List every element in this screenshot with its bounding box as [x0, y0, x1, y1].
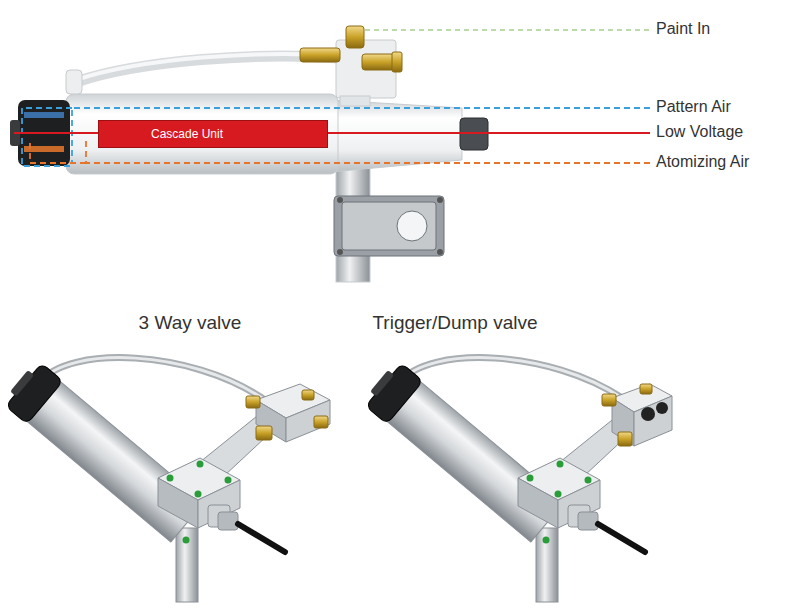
brass-fitting [314, 416, 328, 428]
paint-in-leader [365, 29, 650, 31]
view-title: 3 Way valve [40, 312, 340, 334]
cascade-unit-box: Cascade Unit [98, 120, 328, 148]
node-text: Cascade Unit [151, 127, 327, 141]
valve-stem [340, 96, 370, 106]
valve-side [256, 400, 286, 442]
screw [437, 197, 443, 203]
callout-label: Paint In [656, 20, 710, 38]
gun-rear-body [330, 100, 462, 172]
brass-fitting [640, 384, 652, 394]
valve-port [656, 402, 668, 414]
callout-label: Pattern Air [656, 98, 731, 116]
hose-fitting [66, 70, 82, 94]
screw [337, 249, 343, 255]
callout-label: Low Voltage [656, 123, 743, 141]
callout-label: Atomizing Air [656, 153, 749, 171]
brass-fitting [346, 26, 364, 48]
pattern-air-path [22, 108, 650, 166]
gun-front-body [66, 94, 338, 174]
brass-fitting [302, 390, 314, 400]
trigger-dump-valve [602, 384, 672, 446]
clamp [334, 196, 444, 256]
view-title: Trigger/Dump valve [305, 312, 605, 334]
valve-port [641, 407, 655, 421]
three-way-valve [246, 384, 330, 442]
gun-3d-render [1, 358, 285, 602]
brass-fitting [602, 394, 616, 406]
valve-front [634, 396, 672, 446]
valve-front [286, 400, 330, 442]
screw [437, 249, 443, 255]
brass-fitting [246, 396, 260, 408]
screw [337, 197, 343, 203]
clamp-face [342, 202, 436, 250]
gun-3d-render [361, 358, 645, 602]
clamp-hole [397, 211, 427, 241]
brass-fitting [618, 432, 632, 446]
brass-fitting [256, 426, 272, 440]
nozzle-stripe [24, 112, 64, 118]
brass-fitting [392, 52, 402, 72]
brass-fitting [300, 48, 340, 62]
